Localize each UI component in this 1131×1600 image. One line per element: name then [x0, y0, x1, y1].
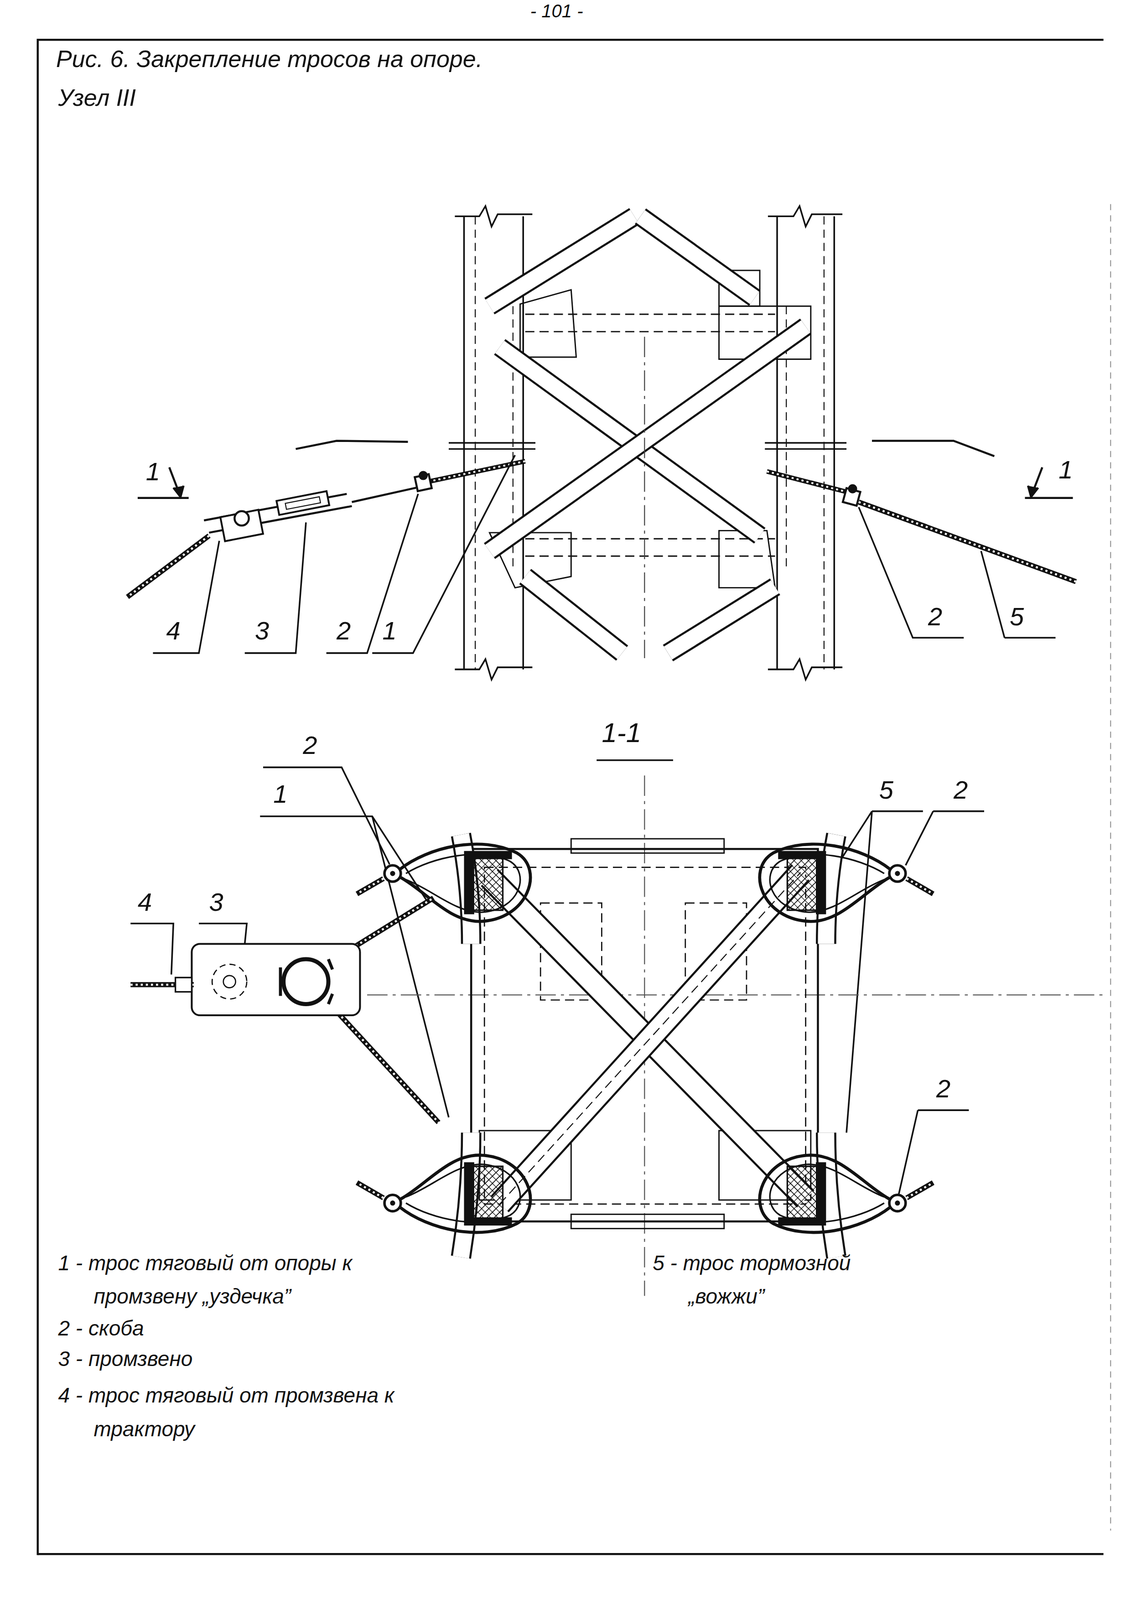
- sheet-frame: [37, 39, 1111, 1555]
- callout-number: 2: [936, 1075, 951, 1102]
- ropes-top-view: [127, 442, 1077, 597]
- gusset-plates: [489, 270, 811, 588]
- callout-number: 2: [336, 617, 351, 644]
- callout-number: 5: [879, 777, 894, 803]
- key-note: 5 - трос тормозной „вожжи”: [652, 1246, 923, 1314]
- callout-number: 3: [254, 617, 270, 644]
- callout-number: 2: [302, 732, 317, 758]
- callout-number: 1: [273, 781, 288, 807]
- callout-number: 1: [382, 617, 397, 644]
- section-title: 1-1: [601, 719, 642, 747]
- corner-attachments: [357, 844, 934, 1233]
- drawing-title: Рис. 6. Закрепление тросов на опоре.: [56, 46, 483, 71]
- callout-number: 3: [208, 889, 224, 915]
- section-mark: 1: [145, 458, 161, 485]
- callout-number: 2: [953, 777, 968, 803]
- bracing-bars: [489, 216, 806, 659]
- key-note: 3 - промзвено: [57, 1348, 193, 1370]
- callout-number: 5: [1009, 603, 1024, 630]
- callout-number: 2: [928, 603, 943, 630]
- page-number: - 101 -: [530, 1, 584, 21]
- callout-number: 4: [166, 617, 181, 644]
- key-note: 1 - трос тяговый от опоры к промзвену „у…: [57, 1246, 446, 1314]
- key-note: 2 - скоба: [57, 1317, 144, 1339]
- section-mark: 1: [1058, 456, 1073, 483]
- link-plate: [130, 897, 439, 1123]
- section-marks: [137, 440, 1074, 498]
- node-label: Узел III: [57, 85, 136, 110]
- key-note: 4 - трос тяговый от промзвена к трактору: [57, 1378, 446, 1446]
- callout-number: 4: [137, 889, 152, 915]
